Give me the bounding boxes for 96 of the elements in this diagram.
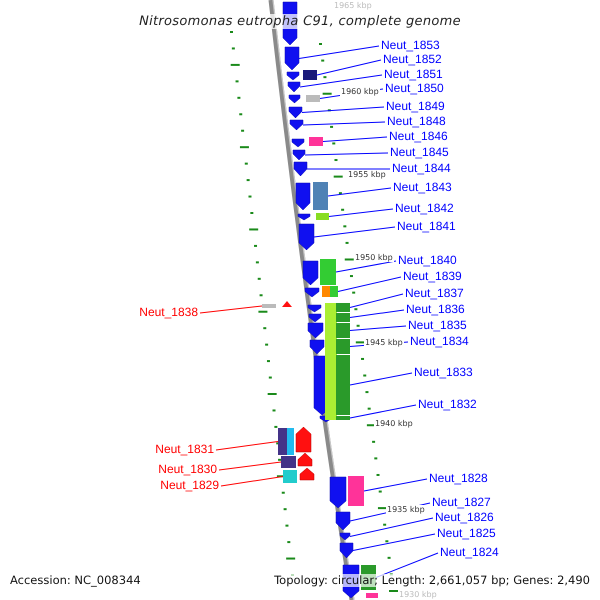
gene-block: [330, 286, 338, 297]
gene-block: [313, 182, 328, 210]
leader-line: [216, 441, 278, 450]
leader-line: [350, 326, 406, 331]
gene-label: Neut_1831: [155, 442, 214, 456]
gene-label: Neut_1834: [410, 334, 469, 348]
gene-label: Neut_1841: [397, 219, 456, 233]
leader-line: [350, 310, 404, 318]
gene-marker: [292, 150, 306, 160]
leader-line: [304, 152, 388, 156]
gene-marker: [336, 512, 350, 530]
gene-label: Neut_1850: [385, 81, 444, 95]
leader-line: [200, 306, 262, 314]
gene-marker: [302, 260, 318, 286]
leader-line: [364, 478, 428, 492]
gene-label: Neut_1833: [414, 365, 473, 379]
gene-label: Neut_1845: [390, 145, 449, 159]
scale-label: 1945 kbp: [364, 338, 404, 347]
leader-line: [302, 106, 384, 113]
gene-label: Neut_1829: [160, 478, 219, 492]
gene-marker: [340, 532, 350, 540]
gene-label: Neut_1826: [435, 510, 494, 524]
gene-block: [306, 95, 320, 102]
gene-block: [283, 470, 297, 483]
gene-label: Neut_1828: [429, 471, 488, 485]
gene-label: Neut_1846: [389, 129, 448, 143]
leader-line: [218, 462, 282, 470]
gene-block: [348, 476, 364, 506]
gene-block: [336, 355, 350, 415]
gene-block: [336, 339, 350, 354]
gene-label: Neut_1824: [440, 545, 499, 559]
gene-marker: [294, 162, 308, 176]
leader-line: [350, 518, 434, 537]
gene-label: Neut_1842: [395, 201, 454, 215]
gene-block: [336, 303, 350, 312]
leader-line: [302, 122, 386, 126]
leader-line: [350, 294, 404, 308]
footer-text: Accession: NC_008344: [10, 574, 141, 587]
leader-line: [350, 404, 416, 418]
scale-label: 1955 kbp: [347, 170, 387, 179]
scale-label: 1935 kbp: [386, 505, 426, 514]
gene-block: [309, 137, 323, 146]
leader-line: [298, 46, 380, 59]
gene-block: [262, 304, 276, 308]
gene-marker: [290, 120, 304, 130]
leader-line: [350, 372, 412, 386]
gene-block: [336, 313, 350, 322]
leader-line: [220, 476, 284, 486]
leader-line: [328, 188, 392, 196]
gene-label: Neut_1825: [437, 526, 496, 540]
gene-block: [281, 456, 296, 468]
gene-label: Neut_1838: [139, 305, 198, 319]
leader-line: [352, 534, 436, 551]
gene-block: [316, 213, 329, 220]
gene-block: [336, 416, 350, 420]
gene-block: [336, 323, 350, 338]
gene-marker: [340, 542, 354, 558]
gene-label: Neut_1837: [405, 286, 464, 300]
leader-line: [328, 208, 394, 217]
gene-marker: [288, 106, 302, 118]
gene-label: Neut_1840: [398, 253, 457, 267]
leader-line: [306, 168, 390, 170]
gene-label: Neut_1853: [381, 38, 440, 52]
gene-label: Neut_1835: [408, 318, 467, 332]
leader-line: [338, 276, 402, 292]
scale-label: 1960 kbp: [340, 87, 380, 96]
gene-label: Neut_1839: [403, 269, 462, 283]
gene-block: [320, 259, 336, 285]
leader-line: [300, 74, 382, 88]
gene-marker: [298, 224, 314, 250]
gene-label: Neut_1843: [393, 180, 452, 194]
scale-label: 1940 kbp: [374, 419, 414, 428]
gene-label: Neut_1836: [406, 302, 465, 316]
scale-label: 1950 kbp: [354, 253, 394, 262]
scale-label: 1965 kbp: [333, 1, 373, 10]
gene-label: Neut_1852: [383, 52, 442, 66]
gene-marker: [296, 182, 310, 210]
title: Nitrosomonas eutropha C91, complete genome: [137, 14, 463, 29]
leader-line: [316, 60, 382, 76]
gene-block: [303, 70, 317, 80]
leader-line: [322, 136, 388, 142]
gene-label: Neut_1849: [386, 99, 445, 113]
footer-text: Topology: circular; Length: 2,661,057 bp; Genes: 2,490: [274, 574, 590, 587]
scale-label: 1930 kbp: [398, 590, 438, 599]
gene-label: Neut_1844: [392, 161, 451, 175]
gene-label: Neut_1851: [384, 67, 443, 81]
gene-block: [278, 428, 287, 455]
gene-marker: [288, 82, 300, 92]
gene-label: Neut_1827: [432, 495, 491, 509]
gene-marker: [310, 340, 324, 354]
gene-marker: [330, 476, 346, 508]
gene-label: Neut_1830: [158, 462, 217, 476]
gene-label: Neut_1848: [387, 114, 446, 128]
gene-label: Neut_1832: [418, 397, 477, 411]
leader-line: [336, 260, 396, 272]
leader-line: [314, 226, 396, 238]
